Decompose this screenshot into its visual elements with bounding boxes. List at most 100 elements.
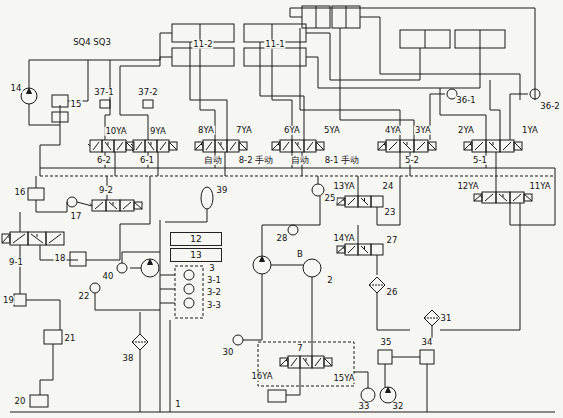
callout-label: 33	[358, 402, 371, 411]
pipe	[95, 293, 160, 310]
pipe	[120, 57, 160, 66]
pipe	[95, 202, 103, 209]
pipe	[218, 142, 224, 150]
component-body	[371, 244, 383, 255]
pipe	[480, 196, 482, 198]
component-body	[400, 30, 450, 48]
callout-label: 8YA	[197, 126, 215, 135]
accumulator	[201, 187, 213, 209]
callout-label: 27	[386, 236, 399, 245]
pipe	[260, 42, 304, 140]
pipe	[348, 198, 355, 205]
pipe	[160, 33, 172, 34]
pipe	[306, 57, 318, 58]
component-body	[510, 192, 524, 203]
component-body	[175, 266, 203, 318]
pipe	[340, 28, 414, 140]
pipe	[291, 358, 297, 366]
callout-label: 1	[174, 400, 181, 409]
pipe	[86, 176, 150, 260]
component-body	[92, 200, 106, 211]
callout-label: 11YA	[528, 182, 551, 191]
component-body	[120, 200, 134, 211]
pipe	[108, 142, 109, 145]
pipe	[131, 144, 133, 146]
pipe	[493, 142, 494, 145]
pipe	[158, 152, 159, 176]
pipe	[407, 142, 408, 145]
callout-label: SQ4 SQ3	[72, 38, 112, 47]
pipe	[132, 342, 148, 343]
callout-label: 6-2	[96, 156, 112, 165]
callout-label: 3	[208, 264, 215, 273]
component-body	[143, 100, 153, 108]
pipe	[136, 142, 142, 150]
pipe	[283, 142, 289, 150]
pipe	[503, 194, 504, 197]
callout-label: 28	[276, 234, 289, 243]
component-body	[280, 358, 288, 366]
pipe	[2, 234, 10, 243]
component-body	[102, 140, 114, 152]
pipe	[524, 194, 532, 201]
pipe	[303, 358, 309, 366]
callout-label: 34	[421, 338, 434, 347]
component-body	[244, 48, 306, 66]
pipe	[377, 293, 410, 330]
pipe	[306, 33, 318, 34]
pipe	[140, 350, 141, 412]
pipe	[430, 94, 445, 140]
pipe	[20, 245, 21, 294]
component-body	[288, 356, 300, 368]
component-body	[2, 234, 10, 243]
pipe	[307, 142, 313, 150]
pipe	[346, 6, 347, 28]
callout-label: 13YA	[332, 182, 355, 191]
pipe	[378, 142, 386, 150]
component-body	[134, 202, 142, 209]
pipe	[377, 207, 400, 225]
round-component	[184, 284, 194, 294]
pipe	[36, 200, 67, 212]
circuit-lines	[2, 6, 555, 412]
pipe	[243, 274, 262, 340]
component-body	[106, 200, 120, 211]
pipe	[110, 33, 160, 60]
callout-label: 32	[392, 402, 405, 411]
pipe	[318, 48, 480, 88]
component-body	[133, 140, 145, 152]
pipe	[513, 194, 521, 201]
callout-label: 25	[324, 194, 337, 203]
pipe	[354, 372, 368, 388]
pipe	[190, 42, 227, 140]
callout-label: 36-2	[539, 102, 560, 111]
pipe	[286, 360, 288, 362]
callout-label: 21	[64, 334, 77, 343]
callout-label: 11-1	[264, 40, 285, 49]
callout-label: 6YA	[283, 126, 301, 135]
pipe	[464, 142, 472, 150]
pipe	[201, 144, 203, 146]
callout-label: 22	[78, 292, 91, 301]
component-body	[28, 188, 44, 200]
component-body	[70, 252, 86, 266]
round-component	[530, 89, 540, 99]
pipe	[40, 125, 60, 176]
pipe	[424, 318, 440, 319]
callout-label: 15YA	[332, 374, 355, 383]
callout-label: 18	[54, 254, 67, 263]
component-body	[496, 192, 510, 203]
pipe	[316, 142, 324, 150]
pipe	[93, 142, 99, 150]
callout-label: 3YA	[414, 126, 432, 135]
pipe	[29, 60, 110, 88]
pipe	[160, 289, 175, 290]
callout-label: 7YA	[235, 126, 253, 135]
pipe	[169, 142, 177, 150]
round-component	[184, 270, 194, 280]
component-body	[378, 142, 386, 150]
pipe	[200, 48, 201, 66]
pipe	[10, 412, 555, 413]
callout-label: 26	[386, 288, 399, 297]
component-body	[358, 196, 371, 207]
